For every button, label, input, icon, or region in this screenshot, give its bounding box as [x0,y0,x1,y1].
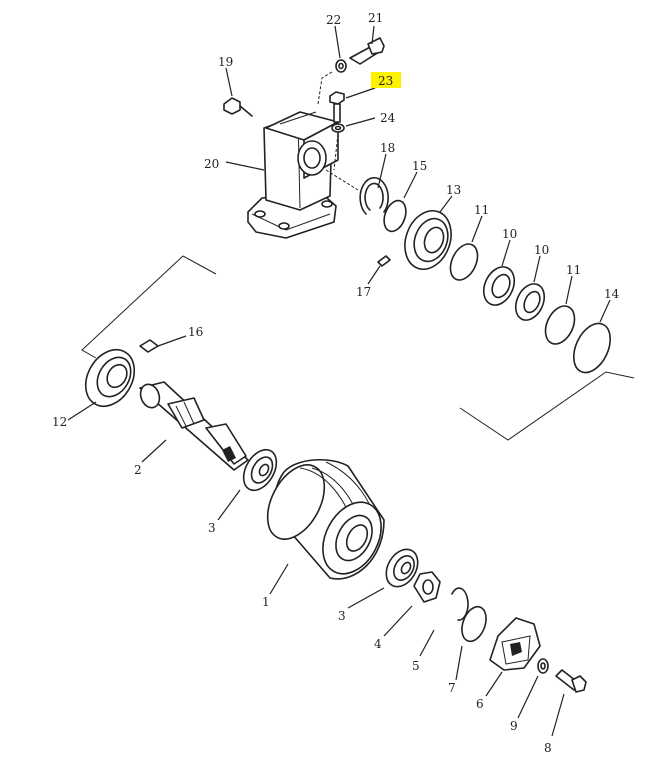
shaft-2 [139,381,249,471]
callout-10-b: 10 [534,243,549,257]
cover-6 [489,617,541,671]
callout-23: 23 [378,74,393,88]
pin-17 [377,255,391,267]
callout-1: 1 [262,595,270,609]
callout-11-a: 11 [474,203,489,217]
callout-2: 2 [134,463,142,477]
callout-12: 12 [52,415,67,429]
callout-6: 6 [476,697,484,711]
roller-1 [266,458,385,580]
callout-14: 14 [604,287,620,301]
bolt-21 [349,37,385,65]
callout-11-b: 11 [566,263,581,277]
bolt-23 [329,91,345,123]
callout-10-a: 10 [502,227,517,241]
callout-24: 24 [380,111,396,125]
snap-ring-18 [359,176,389,215]
o-ring-7 [461,605,487,643]
callout-19: 19 [218,55,233,69]
floating-seal-10-a [482,266,516,306]
washer-9 [537,658,549,674]
callout-3-lower: 3 [338,609,346,623]
o-ring-11-upper [449,243,479,281]
support-bracket [247,111,339,239]
o-ring-11-lower [544,305,576,345]
collar-13 [404,210,452,270]
callout-4: 4 [374,637,382,651]
washer-24 [331,123,345,133]
bolt-8 [555,669,587,693]
callout-22: 22 [326,13,341,27]
callout-23-highlight [371,72,401,88]
callout-18: 18 [380,141,395,155]
callout-17: 17 [356,285,371,299]
pin-16 [139,339,159,353]
collar-12 [84,348,136,408]
callout-21: 21 [368,11,383,25]
callout-20: 20 [204,157,219,171]
callout-3-upper: 3 [208,521,216,535]
callout-5: 5 [412,659,420,673]
callout-15: 15 [412,159,427,173]
bolt-19 [223,97,253,117]
callout-7: 7 [448,681,456,695]
callout-16: 16 [188,325,203,339]
washer-22 [335,59,347,73]
nut-4 [413,571,441,603]
callout-8: 8 [544,741,552,755]
o-ring-14 [573,322,611,374]
snap-ring-5 [451,587,469,621]
bearing-3-upper [242,448,278,492]
bearing-3-lower [385,548,419,588]
floating-seal-10-b [514,283,546,321]
callout-labels: 1 2 3 3 4 5 6 7 8 9 10 10 11 11 12 13 14… [52,11,620,755]
callout-13: 13 [446,183,461,197]
callout-9: 9 [510,719,518,733]
leader-lines [67,25,611,737]
o-ring-15 [383,199,407,233]
